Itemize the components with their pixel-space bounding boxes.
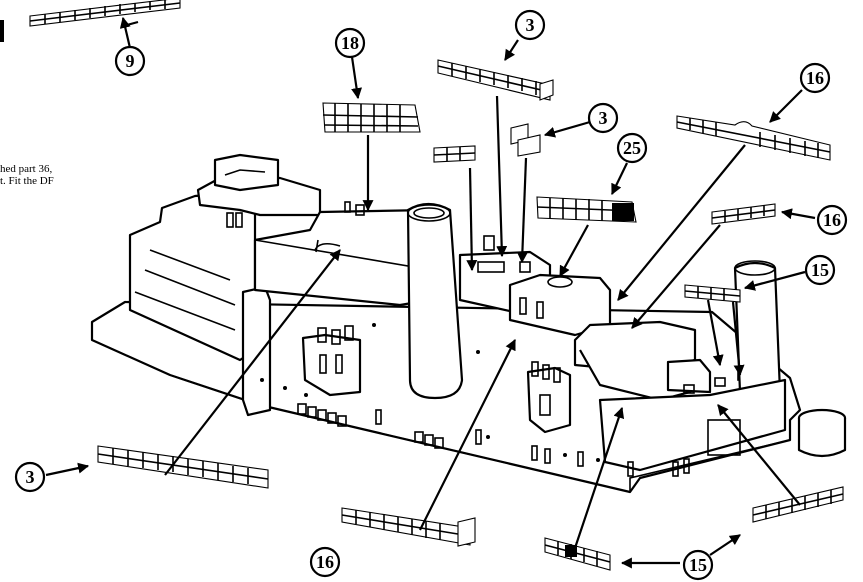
- railing-part-15-mid: [684, 284, 741, 303]
- railing-part-9: [29, 0, 181, 27]
- svg-text:9: 9: [126, 51, 135, 71]
- callout-9: 9: [114, 45, 146, 77]
- svg-text:3: 3: [599, 108, 608, 128]
- callout-16-top: 16: [799, 62, 831, 94]
- callout-3-mid: 3: [587, 102, 619, 134]
- svg-text:16: 16: [316, 552, 334, 572]
- railing-part-3-small: [433, 123, 541, 163]
- callout-25: 25: [616, 132, 648, 164]
- railing-part-16-lower: [341, 507, 476, 547]
- svg-text:3: 3: [26, 467, 35, 487]
- superstructure-model: [90, 153, 847, 494]
- railing-part-18: [322, 102, 421, 133]
- callout-18: 18: [334, 27, 366, 59]
- svg-text:16: 16: [823, 210, 841, 230]
- callout-3-left: 3: [14, 461, 46, 493]
- callout-bubbles: 9 18 3 3 25 16 16 15: [14, 9, 848, 581]
- railing-part-16-mid: [711, 203, 776, 225]
- svg-text:15: 15: [811, 260, 829, 280]
- page-edge-mark: [0, 20, 4, 42]
- railing-part-15-lower: [544, 537, 611, 571]
- instruction-note-text: hed part 36, t. Fit the DF: [0, 163, 54, 187]
- hull-side-details: [260, 323, 690, 477]
- svg-text:15: 15: [689, 555, 707, 575]
- svg-text:3: 3: [526, 15, 535, 35]
- railing-part-3-upper: [437, 59, 554, 101]
- note-line-1: hed part 36,: [0, 163, 53, 175]
- railing-part-25: [536, 196, 637, 223]
- railing-part-right-lower: [752, 486, 844, 523]
- callout-3-top: 3: [514, 9, 546, 41]
- note-line-2: t. Fit the DF: [0, 175, 54, 187]
- callout-15-mid: 15: [804, 254, 836, 286]
- svg-text:18: 18: [341, 33, 359, 53]
- svg-text:16: 16: [806, 68, 824, 88]
- leader-lines: [45, 16, 816, 569]
- svg-text:25: 25: [623, 138, 641, 158]
- callout-16-bottom: 16: [309, 546, 341, 578]
- callout-15-bottom: 15: [682, 549, 714, 581]
- callout-16-mid: 16: [816, 204, 848, 236]
- railing-part-16-upper: [676, 115, 831, 161]
